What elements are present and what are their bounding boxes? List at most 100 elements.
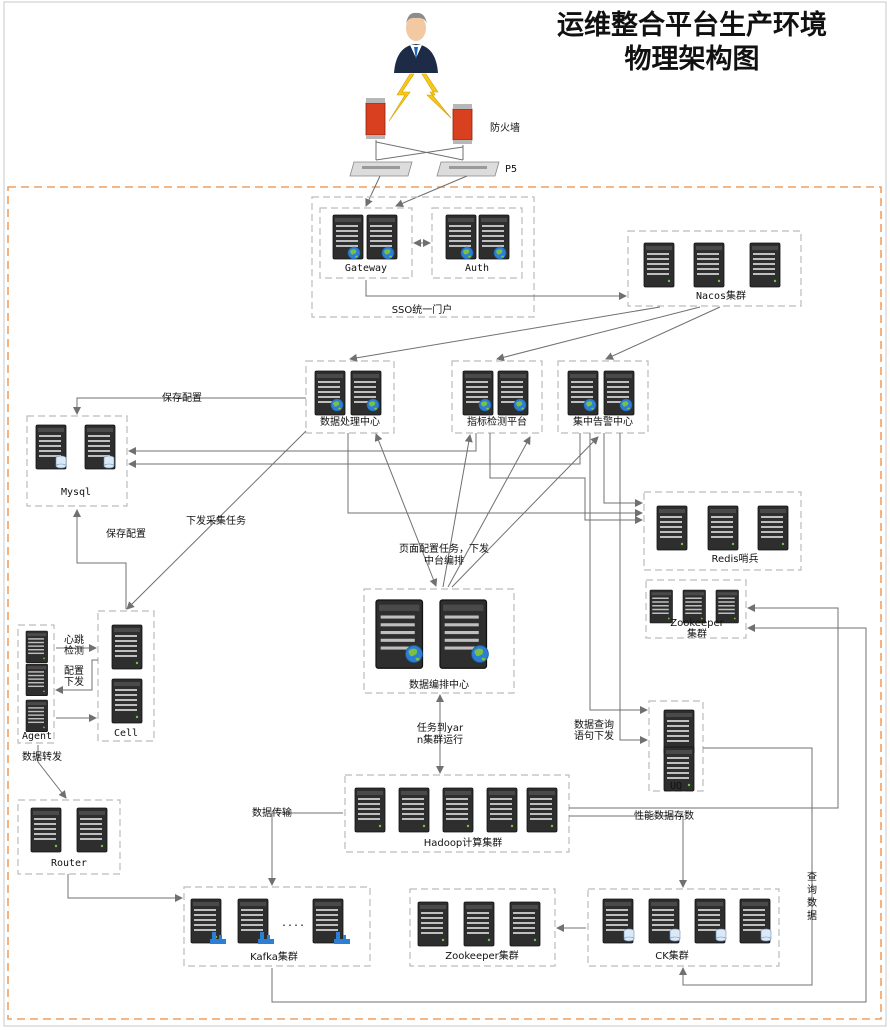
- globe-icon: [470, 644, 490, 664]
- mysql-box: [26, 415, 128, 507]
- edge-label-config-dispatch: 配置下发: [64, 665, 84, 688]
- label-metric-platform: 指标检测平台: [467, 415, 527, 428]
- label-alarm-center: 集中告警中心: [573, 415, 633, 428]
- database-icon: [55, 455, 67, 469]
- outer-frame: [3, 1, 887, 1027]
- server-icon: [417, 901, 449, 947]
- label-auth: Auth: [465, 263, 489, 274]
- server-icon: [111, 678, 143, 724]
- cell-box: [97, 610, 155, 742]
- firewall-right-icon: [452, 104, 473, 144]
- globe-icon: [513, 398, 527, 412]
- label-nacos: Nacos集群: [696, 289, 746, 302]
- edge-label-page-config: 页面配置任务，下发中台编排: [399, 542, 489, 567]
- diagram-title-line2: 物理架构图: [625, 44, 760, 75]
- label-router: Router: [51, 858, 87, 869]
- server-icon: [25, 699, 48, 733]
- server-icon: [190, 898, 222, 944]
- zookeeper-top-box: [645, 579, 747, 639]
- server-icon: [25, 663, 48, 697]
- server-icon: [486, 787, 518, 833]
- orchestration-center-box: [363, 588, 515, 694]
- label-uq: UQ: [670, 781, 682, 792]
- globe-icon: [381, 246, 395, 260]
- server-icon: [693, 242, 725, 288]
- hadoop-cluster-box: [344, 774, 570, 853]
- load-balancer-right-icon: [436, 161, 500, 177]
- label-sso-portal: SSO统一门户: [392, 303, 453, 316]
- database-icon: [715, 928, 727, 942]
- zookeeper-bottom-box: [409, 888, 556, 967]
- globe-icon: [493, 246, 507, 260]
- server-icon: [398, 787, 430, 833]
- label-data-processing: 数据处理中心: [320, 415, 380, 428]
- server-icon: [354, 787, 386, 833]
- user-icon: [394, 12, 438, 73]
- edge-label-data-transfer: 数据传输: [252, 806, 292, 819]
- gateway-box: [319, 207, 413, 279]
- edge-label-save-config-1: 保存配置: [162, 391, 202, 404]
- label-ck: CK集群: [655, 949, 689, 962]
- server-icon: [526, 787, 558, 833]
- edge-label-heartbeat: 心跳检测: [64, 633, 84, 657]
- agent-box: [17, 624, 55, 744]
- auth-box: [431, 207, 523, 279]
- server-icon: [643, 242, 675, 288]
- globe-icon: [583, 398, 597, 412]
- globe-icon: [404, 644, 424, 664]
- server-icon: [30, 807, 62, 853]
- lightning-left-icon: [388, 73, 415, 122]
- label-redis: Redis哨兵: [712, 552, 759, 565]
- server-icon: [442, 787, 474, 833]
- edge-label-dispatch-collect: 下发采集任务: [186, 514, 246, 527]
- router-box: [17, 799, 121, 875]
- edge-label-save-config-2: 保存配置: [106, 527, 146, 540]
- globe-icon: [460, 246, 474, 260]
- load-balancer-left-icon: [349, 161, 413, 177]
- label-kafka-dots: ....: [281, 918, 305, 929]
- server-icon: [76, 807, 108, 853]
- label-zookeeper-bottom: Zookeeper集群: [445, 949, 518, 962]
- sso-portal-group: [311, 196, 535, 318]
- edge-label-perf-store: 性能数据存数: [634, 809, 694, 822]
- database-icon: [103, 455, 115, 469]
- kafka-cluster-box: [183, 886, 371, 967]
- server-icon: [656, 505, 688, 551]
- database-icon: [669, 928, 681, 942]
- server-icon: [111, 624, 143, 670]
- label-mysql: Mysql: [61, 487, 91, 498]
- edge-label-query-dispatch: 数据查询语句下发: [574, 718, 614, 742]
- server-icon: [463, 901, 495, 947]
- label-p5: P5: [505, 164, 517, 175]
- label-hadoop: Hadoop计算集群: [424, 836, 503, 849]
- label-cell: Cell: [114, 728, 138, 739]
- globe-icon: [347, 246, 361, 260]
- label-firewall: 防火墙: [490, 121, 520, 134]
- server-icon: [757, 505, 789, 551]
- label-gateway: Gateway: [345, 263, 387, 274]
- globe-icon: [478, 398, 492, 412]
- label-agent: Agent: [22, 731, 52, 742]
- edge-label-query-data: 查询数据: [807, 870, 817, 922]
- server-icon: [649, 589, 673, 624]
- edge-label-data-forward: 数据转发: [22, 750, 62, 763]
- label-kafka: Kafka集群: [250, 950, 298, 963]
- globe-icon: [330, 398, 344, 412]
- server-icon: [707, 505, 739, 551]
- server-icon: [749, 242, 781, 288]
- diagram-title-line1: 运维整合平台生产环境: [557, 9, 827, 41]
- database-icon: [760, 928, 772, 942]
- server-icon: [509, 901, 541, 947]
- ck-cluster-box: [587, 888, 780, 967]
- alarm-center-box: [557, 360, 649, 434]
- nacos-cluster-box: [627, 230, 802, 307]
- globe-icon: [619, 398, 633, 412]
- label-orchestration: 数据编排中心: [409, 678, 469, 691]
- production-zone-border: [7, 186, 882, 1020]
- server-icon: [25, 630, 48, 664]
- firewall-left-icon: [365, 98, 386, 139]
